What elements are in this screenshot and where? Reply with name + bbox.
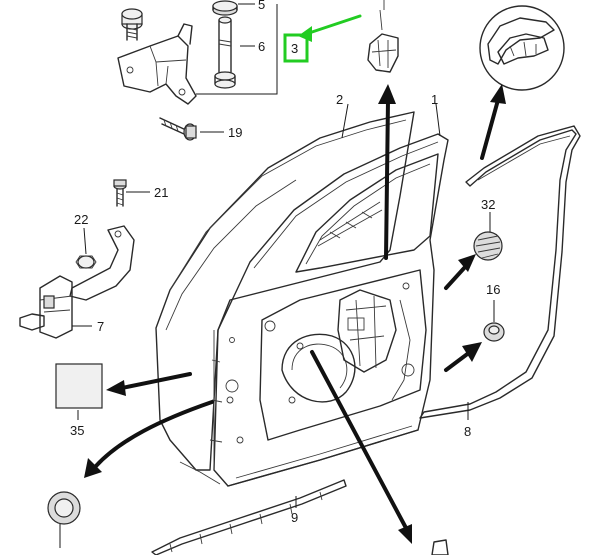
insulation-pad-35 xyxy=(55,363,103,409)
callout-7: 7 xyxy=(97,319,104,334)
weatherstrip-8 xyxy=(419,125,581,419)
callout-2: 2 xyxy=(336,92,343,107)
callout-32: 32 xyxy=(481,197,495,212)
callout-bracket-5-6 xyxy=(196,3,278,95)
seal-strip-9 xyxy=(151,479,347,556)
door-check-assembly xyxy=(19,179,135,339)
callout-3: 3 xyxy=(291,41,298,56)
callout-8: 8 xyxy=(464,424,471,439)
hinge-bolt-top xyxy=(121,8,143,41)
door-shell xyxy=(155,111,449,487)
upper-hinge-assembly xyxy=(117,8,197,141)
callout-16: 16 xyxy=(486,282,500,297)
callout-19: 19 xyxy=(228,125,242,140)
weatherstrip-detail-circle xyxy=(479,5,565,91)
callout-35: 35 xyxy=(70,423,84,438)
highlight-box-3 xyxy=(283,33,309,63)
exploded-view-arrows xyxy=(84,84,506,544)
callout-9: 9 xyxy=(291,510,298,525)
callout-labels: 5 6 3 2 1 19 21 22 7 32 16 35 8 9 xyxy=(70,0,500,525)
clip-part-3 xyxy=(367,0,399,73)
callout-leaders xyxy=(59,103,495,548)
callout-22: 22 xyxy=(74,212,88,227)
callout-5: 5 xyxy=(258,0,265,12)
hinge-pin-assembly xyxy=(212,0,238,89)
grommet-32 xyxy=(473,231,503,261)
clip-bottom-right xyxy=(431,539,449,556)
plug-16 xyxy=(483,322,505,342)
hinge-bracket xyxy=(117,35,197,105)
hinge-bolt-19 xyxy=(159,117,197,141)
plug-bottom-left xyxy=(47,491,81,525)
callout-6: 6 xyxy=(258,39,265,54)
callout-21: 21 xyxy=(154,185,168,200)
callout-1: 1 xyxy=(431,92,438,107)
